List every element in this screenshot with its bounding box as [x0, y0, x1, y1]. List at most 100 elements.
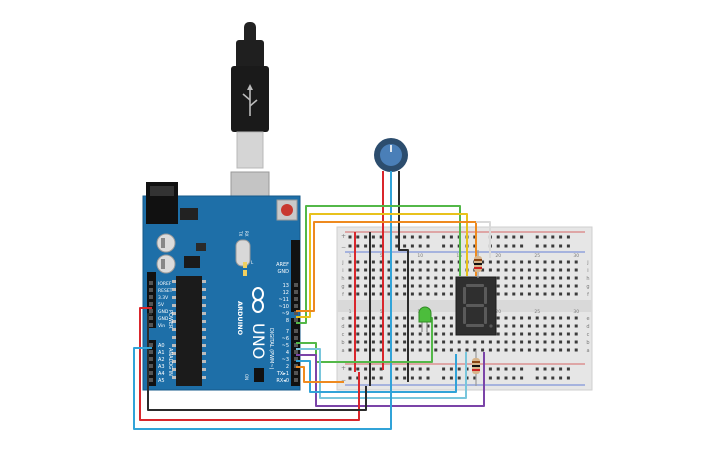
breadboard-hole[interactable] — [364, 324, 368, 328]
rail-hole[interactable] — [403, 376, 407, 380]
breadboard-hole[interactable] — [379, 332, 383, 336]
breadboard-hole[interactable] — [574, 348, 578, 352]
rail-hole[interactable] — [543, 235, 547, 239]
breadboard-hole[interactable] — [504, 340, 508, 344]
breadboard-hole[interactable] — [465, 348, 469, 352]
breadboard-hole[interactable] — [551, 292, 555, 296]
breadboard-hole[interactable] — [387, 340, 391, 344]
rail-hole[interactable] — [449, 244, 453, 248]
breadboard-hole[interactable] — [512, 276, 516, 280]
breadboard-hole[interactable] — [512, 324, 516, 328]
breadboard-hole[interactable] — [387, 260, 391, 264]
breadboard-hole[interactable] — [520, 260, 524, 264]
breadboard-hole[interactable] — [410, 276, 414, 280]
breadboard-hole[interactable] — [520, 292, 524, 296]
breadboard-hole[interactable] — [543, 340, 547, 344]
power-pin-socket[interactable] — [149, 323, 153, 327]
digital-pin-socket[interactable] — [294, 343, 298, 347]
breadboard-hole[interactable] — [527, 292, 531, 296]
breadboard-hole[interactable] — [566, 316, 570, 320]
breadboard-hole[interactable] — [504, 292, 508, 296]
rail-hole[interactable] — [379, 244, 383, 248]
breadboard-hole[interactable] — [543, 292, 547, 296]
breadboard-hole[interactable] — [535, 268, 539, 272]
breadboard-hole[interactable] — [566, 284, 570, 288]
breadboard-hole[interactable] — [379, 276, 383, 280]
rail-hole[interactable] — [348, 376, 352, 380]
breadboard-hole[interactable] — [535, 324, 539, 328]
breadboard-hole[interactable] — [543, 276, 547, 280]
rail-hole[interactable] — [403, 367, 407, 371]
rail-hole[interactable] — [559, 235, 563, 239]
rail-hole[interactable] — [418, 235, 422, 239]
breadboard-hole[interactable] — [356, 332, 360, 336]
rail-hole[interactable] — [426, 376, 430, 380]
breadboard-hole[interactable] — [387, 332, 391, 336]
breadboard-hole[interactable] — [457, 348, 461, 352]
breadboard-hole[interactable] — [527, 348, 531, 352]
power-pin-socket[interactable] — [149, 302, 153, 306]
breadboard-hole[interactable] — [356, 316, 360, 320]
breadboard-hole[interactable] — [543, 332, 547, 336]
breadboard-hole[interactable] — [395, 316, 399, 320]
breadboard-hole[interactable] — [442, 332, 446, 336]
rail-hole[interactable] — [348, 235, 352, 239]
breadboard-hole[interactable] — [481, 348, 485, 352]
breadboard-hole[interactable] — [348, 332, 352, 336]
analog-pin-socket[interactable] — [149, 357, 153, 361]
rail-hole[interactable] — [371, 244, 375, 248]
rail-hole[interactable] — [520, 376, 524, 380]
breadboard-hole[interactable] — [371, 284, 375, 288]
rail-hole[interactable] — [504, 244, 508, 248]
breadboard-hole[interactable] — [418, 340, 422, 344]
breadboard-hole[interactable] — [566, 332, 570, 336]
rail-hole[interactable] — [356, 376, 360, 380]
rail-hole[interactable] — [364, 244, 368, 248]
breadboard-hole[interactable] — [395, 332, 399, 336]
rail-hole[interactable] — [364, 376, 368, 380]
rail-hole[interactable] — [559, 367, 563, 371]
analog-pin-socket[interactable] — [149, 378, 153, 382]
breadboard-hole[interactable] — [496, 316, 500, 320]
rail-hole[interactable] — [512, 235, 516, 239]
breadboard-hole[interactable] — [574, 276, 578, 280]
rail-hole[interactable] — [410, 235, 414, 239]
breadboard-hole[interactable] — [410, 348, 414, 352]
power-pin-socket[interactable] — [149, 288, 153, 292]
breadboard-hole[interactable] — [442, 268, 446, 272]
breadboard-hole[interactable] — [551, 332, 555, 336]
breadboard-hole[interactable] — [504, 276, 508, 280]
breadboard-hole[interactable] — [543, 268, 547, 272]
breadboard-hole[interactable] — [527, 324, 531, 328]
breadboard-hole[interactable] — [496, 276, 500, 280]
breadboard-hole[interactable] — [574, 292, 578, 296]
breadboard-hole[interactable] — [566, 340, 570, 344]
rail-hole[interactable] — [551, 235, 555, 239]
rail-hole[interactable] — [371, 376, 375, 380]
rail-hole[interactable] — [566, 244, 570, 248]
breadboard-hole[interactable] — [418, 268, 422, 272]
breadboard-hole[interactable] — [449, 340, 453, 344]
breadboard-hole[interactable] — [559, 276, 563, 280]
breadboard-hole[interactable] — [371, 292, 375, 296]
breadboard-hole[interactable] — [520, 268, 524, 272]
rail-hole[interactable] — [410, 367, 414, 371]
breadboard-hole[interactable] — [504, 348, 508, 352]
breadboard-hole[interactable] — [551, 316, 555, 320]
breadboard-hole[interactable] — [496, 324, 500, 328]
breadboard-hole[interactable] — [527, 284, 531, 288]
breadboard-hole[interactable] — [457, 340, 461, 344]
breadboard-hole[interactable] — [527, 332, 531, 336]
breadboard-hole[interactable] — [379, 268, 383, 272]
breadboard-hole[interactable] — [387, 268, 391, 272]
rail-hole[interactable] — [364, 367, 368, 371]
breadboard-hole[interactable] — [356, 284, 360, 288]
analog-pin-socket[interactable] — [149, 371, 153, 375]
breadboard-hole[interactable] — [348, 348, 352, 352]
digital-pin-socket[interactable] — [294, 283, 298, 287]
breadboard-hole[interactable] — [348, 316, 352, 320]
breadboard-hole[interactable] — [566, 324, 570, 328]
breadboard-hole[interactable] — [574, 332, 578, 336]
breadboard-hole[interactable] — [403, 340, 407, 344]
breadboard-hole[interactable] — [426, 348, 430, 352]
